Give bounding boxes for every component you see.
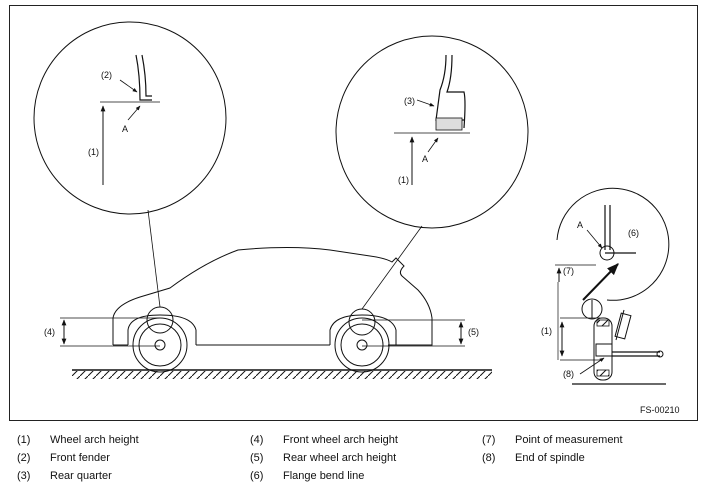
callout-6: (6) xyxy=(628,228,639,238)
legend-item: (1)Wheel arch height xyxy=(17,434,139,446)
point-a-fender: A xyxy=(122,124,128,134)
rear-quarter-detail xyxy=(335,35,529,310)
legend-item: (2)Front fender xyxy=(17,452,110,464)
legend-item: (6)Flange bend line xyxy=(250,470,365,482)
rear-arch-height-dimension xyxy=(362,319,465,347)
diagram-frame xyxy=(9,5,698,421)
callout-1-fender: (1) xyxy=(88,147,99,157)
legend-item: (5)Rear wheel arch height xyxy=(250,452,397,464)
callout-7: (7) xyxy=(563,266,574,276)
legend-item: (8)End of spindle xyxy=(482,452,585,464)
ground xyxy=(72,369,492,379)
figure-code: FS-00210 xyxy=(640,405,680,415)
car-body xyxy=(112,247,433,346)
callout-2-fender: (2) xyxy=(101,70,112,80)
callout-3-quarter: (3) xyxy=(404,96,415,106)
callout-1-quarter: (1) xyxy=(398,175,409,185)
wheel-arch-diagram: (4) (5) (2) A (1) (3) A (1) xyxy=(33,21,670,385)
legend: (1)Wheel arch height (2)Front fender (3)… xyxy=(0,430,706,490)
callout-8: (8) xyxy=(563,369,574,379)
callout-5: (5) xyxy=(468,327,479,337)
legend-item: (3)Rear quarter xyxy=(17,470,112,482)
spindle-detail xyxy=(555,187,670,385)
front-fender-detail xyxy=(33,21,227,308)
point-a-quarter: A xyxy=(422,154,428,164)
callout-4: (4) xyxy=(44,327,55,337)
front-arch-height-dimension xyxy=(60,317,160,347)
legend-item: (4)Front wheel arch height xyxy=(250,434,398,446)
legend-item: (7)Point of measurement xyxy=(482,434,623,446)
callout-1-spindle: (1) xyxy=(541,326,552,336)
rear-wheel xyxy=(334,308,390,373)
point-a-spindle: A xyxy=(577,220,583,230)
